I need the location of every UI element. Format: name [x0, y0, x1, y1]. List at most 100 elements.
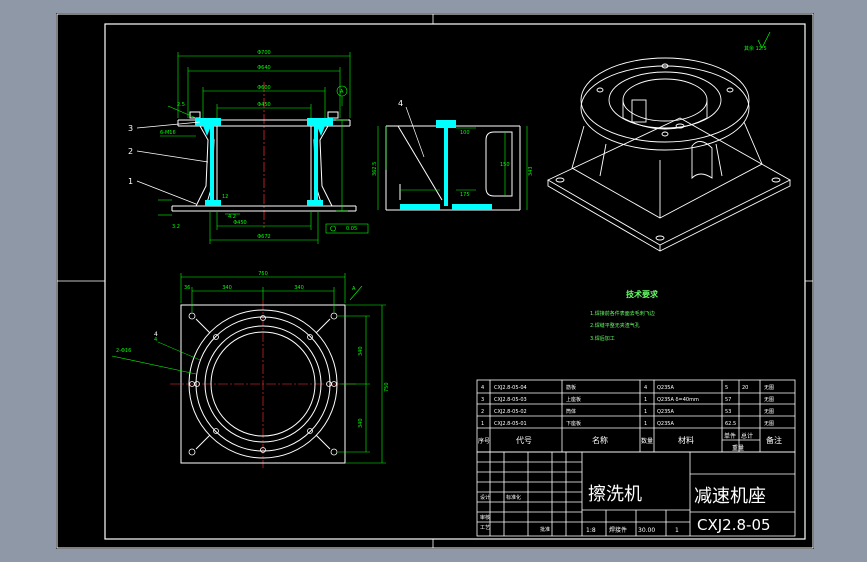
bom-r3-c5: 53 [725, 409, 731, 415]
bom-h-0: 序号 [478, 437, 490, 445]
bom-h-7: 备注 [766, 435, 782, 445]
bom-r3-c1: CXJ2.8-05-02 [494, 409, 527, 415]
inner-frame [104, 23, 806, 540]
sign-label-4: 批准 [540, 526, 550, 533]
top-view: 750 36 340 340 750 340 340 2-Φ16 4 A 4 [111, 271, 390, 468]
tech-requirements: 技术要求 1.焊接前各件表面去毛刺飞边 2.焊缝平整无夹渣气孔 3.焊后加工 [590, 289, 659, 342]
tech-item-1: 1.焊接前各件表面去毛刺飞边 [590, 310, 655, 317]
dim-top-36: 36 [184, 285, 190, 291]
bom-r2-c0: 3 [481, 397, 484, 403]
bom-h-2: 名称 [592, 435, 608, 445]
bom-r4-c5: 62.5 [725, 421, 736, 427]
dim-front-3: Φ450 [257, 102, 270, 108]
tolerance-frame [325, 223, 369, 234]
drawing-code: CXJ2.8-05 [697, 516, 771, 534]
side-view: 100 175 150 362.5 343 4 [372, 99, 534, 211]
part-weight: 30.00 [638, 527, 655, 534]
part-type: 焊接件 [609, 526, 627, 534]
dim-front-small-1: 6-M16 [160, 130, 176, 136]
dim-side-175: 175 [460, 192, 470, 198]
dim-top-750: 750 [258, 271, 268, 277]
callout-front-2: 2 [128, 147, 133, 156]
callout-front-3: 3 [128, 124, 133, 133]
dim-top-340a: 340 [222, 285, 232, 291]
callout-side-4: 4 [398, 99, 403, 108]
dim-top-340b: 340 [294, 285, 304, 291]
bom-r2-c3: 1 [644, 397, 647, 403]
bom-r4-c4: Q235A [657, 421, 674, 427]
dim-front-5: Φ672 [257, 234, 270, 240]
title-block: 设计 标准化 审核 工艺 批准 擦洗机 减速机座 CXJ2.8-05 1:8 焊… [476, 451, 796, 537]
bom-h-5: 单件 [724, 432, 736, 440]
drawing-paper [56, 13, 814, 549]
dim-front-4: Φ450 [233, 220, 246, 226]
bom-h-4: 材料 [678, 435, 694, 445]
bom-r4-c2: 下座板 [566, 420, 581, 427]
top-callout-leader [157, 341, 201, 361]
tech-item-2: 2.焊缝平整无夹渣气孔 [590, 322, 640, 329]
dim-side-100: 100 [460, 130, 470, 136]
callout-top-4: 4 [154, 331, 158, 338]
bom-h-3: 数量 [641, 437, 653, 445]
tech-title: 技术要求 [626, 289, 659, 299]
bom-table: 4 CXJ2.8-05-04 筋板 4 Q235A 5 20 无图 3 CXJ2… [476, 379, 796, 453]
dim-top-750v: 750 [384, 382, 390, 392]
tech-item-3: 3.焊后加工 [590, 335, 615, 342]
roughness-text: 其余 12.5 [744, 45, 767, 52]
dim-top-340c: 340 [358, 346, 364, 356]
dim-side-150: 150 [500, 162, 510, 168]
bom-r3-c4: Q235A [657, 409, 674, 415]
dim-front-2: Φ600 [257, 85, 270, 91]
note-top-2: A [352, 286, 356, 292]
bom-r1-c3: 4 [644, 385, 647, 391]
bom-r4-c7: 无图 [764, 421, 774, 427]
bom-r4-c1: CXJ2.8-05-01 [494, 421, 527, 427]
bom-r4-c0: 1 [481, 421, 484, 427]
note-top-0: 2-Φ16 [116, 348, 131, 354]
dim-front-small-5: 0.05 [346, 226, 357, 232]
bom-r3-c7: 无图 [764, 409, 774, 415]
bom-r4-c3: 1 [644, 421, 647, 427]
part-name: 减速机座 [694, 486, 766, 507]
bom-r1-c6: 20 [742, 385, 748, 391]
bom-r1-c2: 筋板 [566, 384, 576, 391]
bom-r2-c5: 57 [725, 397, 731, 403]
bom-r1-c5: 5 [725, 385, 728, 391]
tolerance-symbol [330, 225, 336, 232]
bom-h-sub: 重量 [732, 444, 744, 452]
machine-name: 擦洗机 [588, 484, 642, 505]
bom-r3-c3: 1 [644, 409, 647, 415]
bom-r1-c7: 无图 [764, 385, 774, 391]
side-callout-leader [405, 106, 425, 158]
bom-h-6: 总计 [741, 432, 753, 440]
roughness-mark: 其余 12.5 [744, 31, 771, 52]
dim-front-small-3: 4.2 [228, 214, 236, 220]
dim-front-small-0: 2.5 [177, 102, 185, 108]
bom-r1-c4: Q235A [657, 385, 674, 391]
dim-front-small-4: 3.2 [172, 224, 180, 230]
sign-label-1: 标准化 [506, 494, 521, 501]
sign-label-3: 工艺 [480, 525, 490, 531]
bom-r1-c0: 4 [481, 385, 484, 391]
frame-ticks [57, 14, 813, 548]
scale-value: 1:8 [586, 527, 596, 534]
bom-r2-c1: CXJ2.8-05-03 [494, 397, 527, 403]
bom-r2-c7: 无图 [764, 397, 774, 403]
dim-top-340d: 340 [358, 418, 364, 428]
dim-side-362: 362.5 [372, 162, 378, 176]
front-section-view: Φ700 Φ640 Φ600 Φ450 Φ450 Φ672 2.5 6-M16 … [128, 50, 369, 244]
bom-r1-c1: CXJ2.8-05-04 [494, 385, 527, 391]
dim-front-0: Φ700 [257, 50, 270, 56]
datum-a-front: A [340, 89, 344, 95]
bom-r3-c0: 2 [481, 409, 484, 415]
sign-label-0: 设计 [480, 494, 490, 501]
sheet-count: 1 [675, 527, 679, 534]
dim-front-1: Φ640 [257, 65, 270, 71]
callout-front-1: 1 [128, 177, 133, 186]
sign-label-2: 审核 [480, 514, 490, 521]
bom-r3-c2: 筒体 [566, 408, 576, 415]
bom-h-1: 代号 [516, 435, 532, 445]
dim-side-343: 343 [528, 166, 534, 176]
isometric-view [547, 57, 791, 252]
